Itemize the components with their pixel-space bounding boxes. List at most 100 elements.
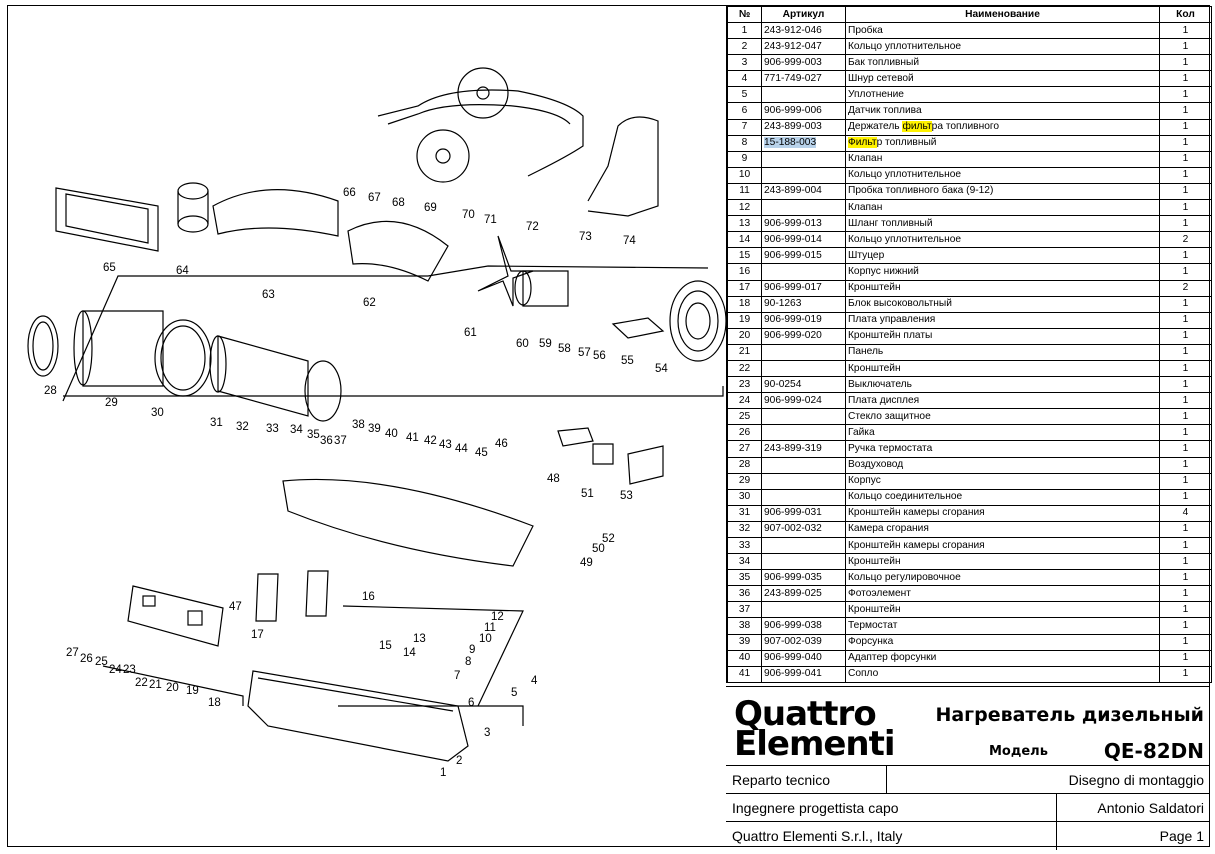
cell-qty: 1 (1159, 134, 1212, 152)
cell-article: 243-899-003 (761, 118, 846, 136)
callout-28: 28 (44, 385, 57, 397)
cell-article: 906-999-035 (761, 569, 846, 587)
cell-name: Уплотнение (845, 86, 1160, 104)
callout-54: 54 (655, 363, 668, 375)
cell-qty: 1 (1159, 553, 1212, 571)
drawing-type: Disegno di montaggio (1068, 772, 1204, 788)
cell-name: Бак топливный (845, 54, 1160, 72)
callout-59: 59 (539, 338, 552, 350)
cell-article (761, 86, 846, 104)
cell-no: 21 (727, 343, 762, 361)
cell-qty: 2 (1159, 231, 1212, 249)
callout-46: 46 (495, 438, 508, 450)
cell-qty: 2 (1159, 279, 1212, 297)
cell-no: 33 (727, 536, 762, 555)
cell-name: Панель (845, 343, 1160, 361)
cell-qty: 1 (1159, 86, 1212, 104)
callout-29: 29 (105, 397, 118, 409)
cell-qty: 1 (1159, 424, 1212, 442)
cell-article: 906-999-017 (761, 279, 846, 297)
cell-name: Выключатель (845, 376, 1160, 394)
cell-qty: 1 (1159, 472, 1212, 490)
cell-article: 906-999-006 (761, 102, 846, 120)
callout-71: 71 (484, 214, 497, 226)
exploded-view-drawing: 1 2 3 4 5 6 7 8 9 10 11 12 13 14 15 16 1… (8, 6, 726, 846)
callout-21: 21 (149, 679, 162, 691)
company-logo: Quattro Elementi (734, 694, 896, 761)
cell-no: 14 (727, 231, 762, 249)
cell-no: 36 (727, 585, 762, 603)
cell-name: Форсунка (845, 633, 1160, 651)
cell-article (761, 488, 846, 506)
callout-50: 50 (592, 543, 605, 555)
cell-article: 906-999-019 (761, 311, 846, 329)
callout-65: 65 (103, 262, 116, 274)
search-highlight: Фильт (848, 137, 877, 149)
cell-no: 35 (727, 569, 762, 587)
cell-qty: 1 (1159, 585, 1212, 603)
parts-table-header: № Артикул Наименование Кол (727, 6, 1212, 23)
callout-63: 63 (262, 289, 275, 301)
cell-article: 907-002-032 (761, 520, 846, 539)
cell-name: Ручка термостата (845, 440, 1160, 458)
cell-no: 16 (727, 263, 762, 281)
callout-56: 56 (593, 350, 606, 362)
callout-2: 2 (456, 755, 462, 767)
cell-name: Штуцер (845, 247, 1160, 265)
callout-58: 58 (558, 343, 571, 355)
cell-no: 4 (727, 70, 762, 88)
cell-no: 2 (727, 38, 762, 56)
callout-48: 48 (547, 473, 560, 485)
callout-1: 1 (440, 767, 446, 779)
callout-68: 68 (392, 197, 405, 209)
cell-name: Корпус (845, 472, 1160, 490)
cell-qty: 1 (1159, 247, 1212, 265)
cell-name: Воздуховод (845, 456, 1160, 474)
title-block: Quattro Elementi Нагреватель дизельный М… (726, 686, 1210, 850)
callout-12: 12 (491, 611, 504, 623)
drawing-sheet: 1 2 3 4 5 6 7 8 9 10 11 12 13 14 15 16 1… (7, 5, 1212, 850)
cell-qty: 4 (1159, 504, 1212, 522)
cell-no: 25 (727, 408, 762, 426)
cell-name: Пробка топливного бака (9-12) (845, 182, 1160, 201)
callout-34: 34 (290, 424, 303, 436)
cell-qty: 1 (1159, 327, 1212, 345)
callout-36: 36 (320, 435, 333, 447)
header-article: Артикул (761, 6, 846, 23)
logo-line-1: Quattro (734, 694, 877, 734)
callout-73: 73 (579, 231, 592, 243)
cell-article: 243-899-319 (761, 440, 846, 458)
callout-60: 60 (516, 338, 529, 350)
callout-62: 62 (363, 297, 376, 309)
cell-no: 34 (727, 553, 762, 571)
product-title: Нагреватель дизельный (935, 704, 1204, 726)
cell-name: Кронштейн (845, 359, 1160, 378)
callout-14: 14 (403, 647, 416, 659)
cell-article: 243-912-047 (761, 38, 846, 56)
cell-no: 24 (727, 392, 762, 410)
callout-41: 41 (406, 432, 419, 444)
cell-name: Клапан (845, 199, 1160, 217)
cell-no: 15 (727, 247, 762, 265)
cell-name: Плата управления (845, 311, 1160, 329)
callout-27: 27 (66, 647, 79, 659)
cell-qty: 1 (1159, 343, 1212, 361)
cell-article (761, 424, 846, 442)
cell-no: 7 (727, 118, 762, 136)
cell-name: Кольцо уплотнительное (845, 38, 1160, 56)
cell-no: 27 (727, 440, 762, 458)
